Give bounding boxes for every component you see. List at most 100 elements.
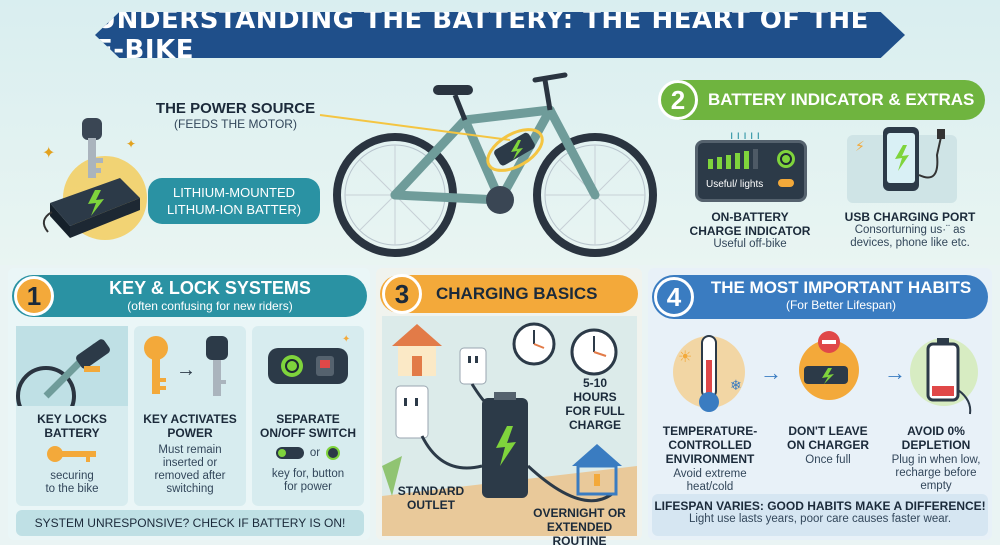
svg-text:❄: ❄ bbox=[730, 377, 742, 393]
card2-sub-line3: removed after bbox=[154, 470, 226, 482]
section4-footer-title: LIFESPAN VARIES: GOOD HABITS MAKE A DIFF… bbox=[654, 499, 986, 513]
svg-text:✦: ✦ bbox=[342, 334, 350, 345]
key-icon bbox=[47, 446, 96, 462]
svg-text:⚡: ⚡ bbox=[855, 138, 865, 154]
page-title: UNDERSTANDING THE BATTERY: THE HEART OF … bbox=[95, 5, 869, 65]
section3-number: 3 bbox=[382, 274, 422, 314]
card2-title-line1: KEY ACTIVATES bbox=[143, 412, 237, 426]
card3-title-line1: SEPARATE bbox=[276, 412, 340, 426]
svg-text:✦: ✦ bbox=[126, 137, 136, 151]
card1-sub-line2: to the bike bbox=[45, 483, 99, 495]
round-button-icon bbox=[326, 446, 341, 460]
indicator-subtitle: Useful off-bike bbox=[713, 238, 787, 250]
outlet-icon bbox=[459, 347, 487, 385]
section4-subtitle: (For Better Lifespan) bbox=[785, 298, 897, 312]
banner: UNDERSTANDING THE BATTERY: THE HEART OF … bbox=[95, 12, 905, 58]
arrow-right-icon: → bbox=[176, 359, 196, 381]
habit3-caption: AVOID 0% DEPLETION Plug in when low, rec… bbox=[880, 424, 992, 493]
charging-scene: 5-10 HOURS FOR FULL CHARGE STANDARD OUTL… bbox=[382, 316, 637, 545]
card3-title-line2: ON/OFF SWITCH bbox=[260, 426, 356, 440]
power-source-label: THE POWER SOURCE (FEEDS THE MOTOR) bbox=[148, 100, 323, 131]
battery-icon bbox=[50, 178, 140, 238]
battery-type-line1: LITHIUM-MOUNTED bbox=[172, 185, 296, 200]
bike-illustration bbox=[325, 60, 665, 260]
svg-text:✦: ✦ bbox=[42, 145, 55, 162]
power-button-icon bbox=[281, 355, 303, 377]
card3-or: or bbox=[309, 446, 321, 459]
card3-sub-line1: key for, button bbox=[271, 468, 345, 480]
card2-sub-line4: switching bbox=[166, 483, 214, 495]
time-line3: FOR FULL bbox=[565, 404, 625, 418]
card1-title-line1: KEY LOCKS bbox=[37, 412, 107, 426]
battery-type-pill: LITHIUM-MOUNTED LITHUM-ION BATTER) bbox=[148, 178, 320, 224]
house-icon bbox=[392, 324, 442, 376]
habit1-sub-line2: heat/cold bbox=[686, 481, 734, 493]
battery-type-line2: LITHUM-ION BATTER) bbox=[166, 202, 302, 217]
power-source-subtitle: (FEEDS THE MOTOR) bbox=[174, 117, 297, 131]
section1-heading: KEY & LOCK SYSTEMS (often confusing for … bbox=[60, 278, 360, 313]
section1-number: 1 bbox=[14, 276, 54, 316]
usb-title: USB CHARGING PORT bbox=[844, 210, 976, 224]
section4-footer-sub: Light use lasts years, poor care causes … bbox=[688, 513, 952, 525]
section4-number: 4 bbox=[654, 277, 694, 317]
overnight-line1: OVERNIGHT OR bbox=[533, 506, 626, 520]
habit2-title-line1: DON'T LEAVE bbox=[788, 424, 868, 438]
card2-sub-line2: inserted or bbox=[162, 457, 218, 469]
clock-icon bbox=[512, 322, 556, 366]
power-button-icon bbox=[777, 150, 795, 168]
habit1-sub-line1: Avoid extreme bbox=[673, 468, 747, 480]
section2-number: 2 bbox=[658, 80, 698, 120]
card2-sub-line1: Must remain bbox=[158, 444, 222, 456]
section3-title: CHARGING BASICS bbox=[436, 284, 598, 303]
usb-caption: USB CHARGING PORT Consorturning us·¨ as … bbox=[830, 210, 990, 250]
indicator-title-line1: ON-BATTERY bbox=[711, 210, 789, 224]
habit1-caption: TEMPERATURE- CONTROLLED ENVIRONMENT Avoi… bbox=[654, 424, 766, 494]
key-battery-illustration: ✦ ✦ bbox=[30, 108, 150, 248]
usb-device: ⚡ bbox=[845, 125, 970, 205]
section1-footer-text: SYSTEM UNRESPONSIVE? CHECK IF BATTERY IS… bbox=[34, 516, 346, 530]
switch-panel-icon bbox=[268, 348, 348, 384]
key-icon bbox=[82, 118, 103, 178]
habit3-title-line2: DEPLETION bbox=[901, 438, 971, 452]
section1-footer: SYSTEM UNRESPONSIVE? CHECK IF BATTERY IS… bbox=[16, 510, 364, 536]
key-locks-card: KEY LOCKS BATTERY securing to the bike bbox=[16, 326, 128, 506]
power-source-title: THE POWER SOURCE bbox=[155, 100, 316, 117]
card1-title-line2: BATTERY bbox=[44, 426, 100, 440]
habit2-title-line2: ON CHARGER bbox=[786, 438, 869, 452]
habit1-title-line1: TEMPERATURE- bbox=[662, 424, 758, 438]
habits-icons: ☀ ❄ → → bbox=[673, 331, 978, 415]
gold-key-icon bbox=[144, 336, 168, 394]
habit3-title-line1: AVOID 0% bbox=[907, 424, 965, 438]
arrow-right-icon: → bbox=[760, 360, 782, 385]
onoff-switch-card: ✦ SEPARATE ON/OFF SWITCH or key for, but… bbox=[252, 326, 364, 506]
svg-text:☀: ☀ bbox=[678, 349, 692, 366]
outlet-line2: OUTLET bbox=[407, 498, 455, 512]
usb-subtitle-line2: devices, phone like etc. bbox=[850, 237, 970, 249]
outlet-line1: STANDARD bbox=[397, 484, 465, 498]
no-charger-icon bbox=[799, 331, 859, 400]
toggle-icon bbox=[275, 447, 304, 459]
card3-sub-line2: for power bbox=[284, 481, 332, 493]
home-plug-icon bbox=[572, 444, 622, 496]
section1-title: KEY & LOCK SYSTEMS bbox=[109, 278, 311, 298]
low-battery-icon bbox=[910, 338, 978, 415]
habit1-title-line2: CONTROLLED bbox=[668, 438, 752, 452]
card1-sub-line1: securing bbox=[50, 470, 94, 482]
usb-subtitle-line1: Consorturning us·¨ as bbox=[854, 224, 966, 236]
dark-key-icon bbox=[206, 336, 228, 396]
wall-outlet-icon bbox=[395, 385, 429, 439]
overnight-line2: EXTENDED ROUTINE bbox=[546, 520, 613, 545]
arrow-right-icon: → bbox=[884, 360, 906, 385]
indicator-title-line2: CHARGE INDICATOR bbox=[689, 224, 811, 238]
habit2-sub: Once full bbox=[805, 454, 851, 466]
time-line4: CHARGE bbox=[568, 418, 621, 432]
section1-header: 1 bbox=[12, 275, 367, 317]
habit3-sub-line2: recharge before empty bbox=[895, 467, 977, 492]
section4-footer: LIFESPAN VARIES: GOOD HABITS MAKE A DIFF… bbox=[652, 494, 988, 536]
section1-subtitle: (often confusing for new riders) bbox=[127, 299, 293, 313]
indicator-screen-text: Useful/ lights bbox=[706, 179, 764, 190]
thermometer-icon bbox=[699, 335, 719, 412]
section4-heading: THE MOST IMPORTANT HABITS (For Better Li… bbox=[698, 278, 984, 312]
time-line2: HOURS bbox=[573, 390, 617, 404]
power-source-leader-line bbox=[319, 114, 511, 141]
